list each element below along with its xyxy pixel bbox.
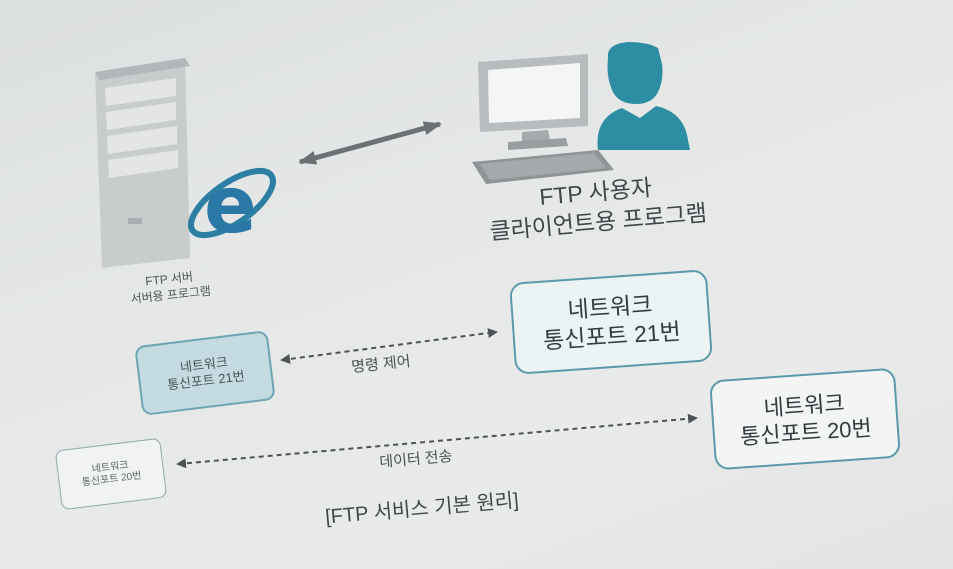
client-command-port-line2: 통신포트 21번 xyxy=(542,318,682,354)
server-command-port-line2: 통신포트 21번 xyxy=(166,368,246,393)
server-data-port-box: 네트워크 통신포트 20번 xyxy=(54,437,168,511)
client-data-port-line2: 통신포트 20번 xyxy=(739,415,873,450)
client-command-port-box: 네트워크 통신포트 21번 xyxy=(509,269,713,375)
data-transfer-arrow xyxy=(176,413,698,469)
server-tower-icon xyxy=(95,58,190,268)
server-data-port-line2: 통신포트 20번 xyxy=(81,470,143,489)
browser-logo-icon: e xyxy=(188,161,276,251)
user-avatar-icon xyxy=(597,42,690,150)
connection-arrow xyxy=(298,121,442,165)
svg-text:e: e xyxy=(204,161,257,251)
client-data-port-box: 네트워크 통신포트 20번 xyxy=(709,367,901,471)
client-computer-icon xyxy=(472,54,614,184)
